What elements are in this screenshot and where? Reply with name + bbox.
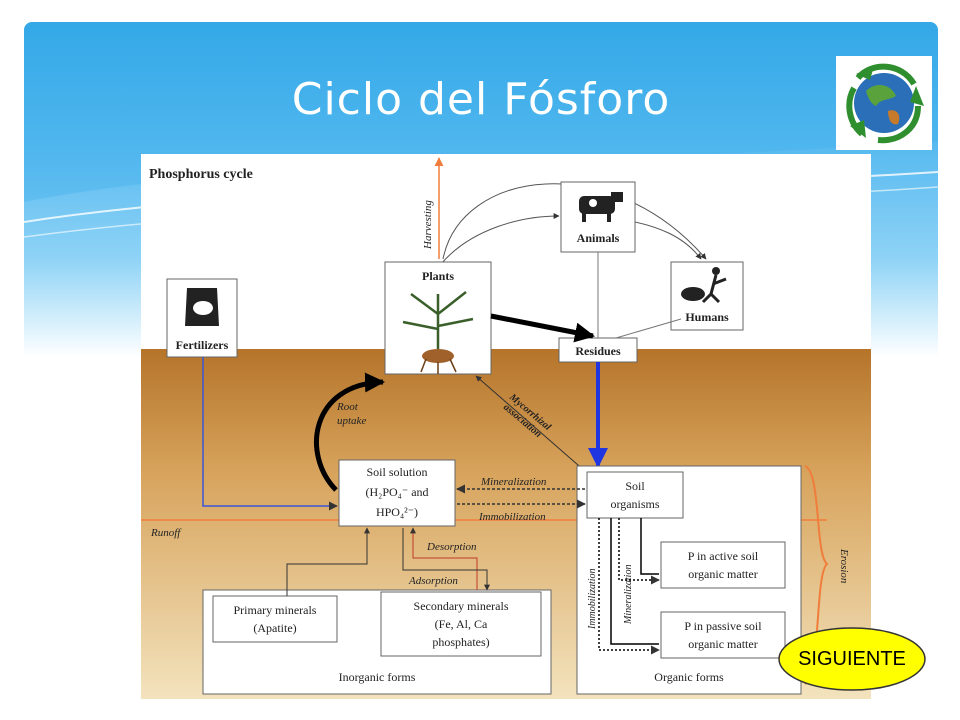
primary-minerals-label-2: (Apatite)	[253, 621, 296, 635]
organic-forms-label: Organic forms	[654, 670, 724, 684]
plants-label: Plants	[422, 269, 454, 283]
harvesting-label: Harvesting	[422, 200, 434, 250]
p-active-label-1: P in active soil	[688, 549, 759, 563]
residues-label: Residues	[575, 344, 621, 358]
next-button[interactable]	[777, 626, 927, 692]
secondary-minerals-label-2: (Fe, Al, Ca	[435, 617, 488, 631]
p-active-node	[660, 541, 786, 589]
humans-label: Humans	[685, 310, 729, 324]
immobilization-label: Immobilization	[478, 511, 546, 523]
root-uptake-label-1: Root	[336, 401, 359, 413]
fertilizer-bag-icon	[185, 288, 219, 326]
primary-minerals-label-1: Primary minerals	[234, 603, 317, 617]
soil-organisms-label-1: Soil	[625, 479, 645, 493]
soil-solution-label-1: Soil solution	[366, 465, 427, 479]
plants-to-humans-arrow	[442, 183, 707, 260]
desorption-arrow	[410, 527, 478, 590]
recycle-earth-icon	[836, 56, 932, 150]
plants-to-animals-arrow	[440, 213, 560, 265]
diagram-heading: Phosphorus cycle	[149, 167, 253, 182]
passive-flow-line	[610, 518, 659, 645]
immobilization-vertical-label: Immobilization	[587, 568, 598, 630]
secondary-minerals-label-3: phosphates)	[432, 635, 489, 649]
animals-label: Animals	[577, 231, 620, 245]
soil-organisms-label-2: organisms	[610, 497, 659, 511]
secondary-minerals-node	[380, 591, 542, 657]
mineralization-vertical-label: Mineralization	[623, 565, 634, 625]
fertilizer-flow-arrow	[202, 357, 338, 511]
adsorption-label: Adsorption	[408, 575, 458, 587]
organisms-to-active-arrow	[618, 518, 660, 585]
adsorption-arrow	[402, 528, 490, 591]
mineralization-label: Mineralization	[480, 476, 547, 488]
cow-icon	[579, 192, 623, 222]
soil-solution-node	[338, 459, 456, 527]
fertilizers-label: Fertilizers	[176, 338, 229, 352]
p-passive-label-2: organic matter	[688, 637, 757, 651]
root-uptake-label-2: uptake	[337, 415, 366, 427]
p-passive-label-1: P in passive soil	[684, 619, 762, 633]
erosion-label: Erosion	[838, 548, 850, 584]
animals-node	[560, 181, 636, 253]
soil-solution-label-2: (H₂PO₄⁻ and	[365, 485, 428, 499]
farmer-icon	[681, 267, 727, 304]
mycorrhizal-arrow	[475, 375, 587, 473]
p-active-label-2: organic matter	[688, 567, 757, 581]
next-button-label[interactable]: SIGUIENTE	[798, 648, 906, 670]
secondary-minerals-label-1: Secondary minerals	[414, 599, 509, 613]
slide-title: Ciclo del Fósforo	[291, 74, 671, 125]
soil-solution-label-3: HPO₄²⁻)	[376, 505, 418, 519]
runoff-label: Runoff	[150, 527, 182, 539]
plants-to-residues-arrow	[490, 313, 595, 343]
primary-minerals-node	[212, 595, 338, 643]
phosphorus-cycle-diagram: Phosphorus cycle Harvesting Animals Huma…	[141, 154, 871, 699]
root-uptake-arrow	[313, 372, 385, 492]
plant-icon	[402, 291, 474, 374]
humans-to-residues-line	[615, 318, 682, 339]
inorganic-forms-label: Inorganic forms	[339, 670, 416, 684]
organisms-to-passive-arrow	[598, 518, 660, 655]
primary-to-solution-arrow	[286, 527, 370, 596]
slide-background: Ciclo del Fósforo	[24, 22, 938, 720]
soil-organisms-node	[586, 471, 684, 519]
desorption-label: Desorption	[426, 541, 477, 553]
p-passive-node	[660, 611, 786, 659]
active-flow-line	[640, 518, 659, 575]
